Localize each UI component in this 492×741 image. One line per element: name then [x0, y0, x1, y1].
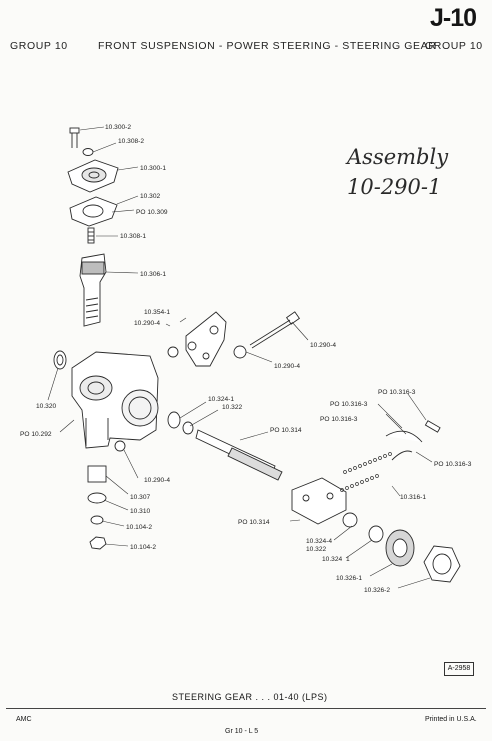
part-label: 10.354-1	[144, 309, 170, 316]
part-label: 10.290-4	[144, 477, 170, 484]
part-label: 10.104-2	[130, 544, 156, 551]
part-label: 10.326-1	[336, 575, 362, 582]
ball-guide-drawing	[385, 430, 423, 443]
part-label: 10.300-2	[105, 124, 131, 131]
handwritten-line-2: 10-290-1	[347, 175, 442, 199]
part-label: 10.326-2	[364, 587, 390, 594]
part-label: PO 10.316-3	[378, 389, 416, 396]
lock-nut-bore	[432, 553, 452, 575]
gasket-drawing	[69, 196, 118, 227]
part-label: 10.324-1	[208, 396, 234, 403]
part-label: 1	[346, 556, 350, 563]
seal-drawing	[87, 492, 107, 504]
part-label: 10.324-4	[306, 538, 332, 545]
page-number: J-10	[430, 4, 477, 32]
part-label: PO 10.316-3	[320, 416, 358, 423]
handwritten-line-1: Assembly	[347, 145, 449, 169]
handwritten-annotation: Assembly 10-290-1	[347, 142, 448, 202]
part-label: 10.308-1	[120, 233, 146, 240]
washer-drawing	[90, 515, 104, 525]
sector-shaft-drawing	[79, 253, 107, 327]
part-label: 10.302	[140, 193, 161, 200]
part-label: 10.290-4	[310, 342, 336, 349]
gear-housing-drawing	[71, 351, 159, 449]
stud-drawing	[87, 227, 95, 244]
footer-brand: AMC	[16, 716, 32, 723]
part-label: 10.290-4	[274, 363, 300, 370]
figure-caption: STEERING GEAR . . . 01-40 (LPS)	[172, 692, 328, 702]
section-title: FRONT SUSPENSION - POWER STEERING - STEE…	[98, 40, 437, 52]
ball-guide-drawing	[391, 450, 413, 461]
seal-ring-drawing	[167, 411, 181, 429]
part-label: 10.316-1	[400, 494, 426, 501]
nut-drawing	[89, 536, 107, 550]
washer-drawing	[233, 345, 247, 359]
bushing-drawing	[87, 465, 107, 483]
part-drawings	[53, 127, 461, 583]
bolt-drawing	[69, 127, 80, 148]
clamp-drawing	[424, 420, 441, 433]
nut-drawing	[114, 440, 126, 452]
part-labels: 10.300-2 10.308-2 10.300-1 10.302 PO 10.…	[20, 124, 472, 594]
worm-shaft-drawing	[195, 429, 283, 481]
lock-nut-drawing	[423, 545, 461, 583]
part-label: 10.324	[322, 556, 343, 563]
nut-drawing	[82, 148, 94, 156]
leader-lines	[47, 126, 433, 589]
part-label: PO 10.316-3	[434, 461, 472, 468]
part-label: 10.308-2	[118, 138, 144, 145]
rack-piston-drawing	[291, 477, 347, 525]
group-label-right: GROUP 10	[425, 40, 483, 52]
group-label-left: GROUP 10	[10, 40, 68, 52]
part-label: PO 10.292	[20, 431, 52, 438]
footer-page-ref: Gr 10 - L 5	[225, 728, 259, 735]
bracket-drawing	[185, 311, 227, 367]
part-label: PO 10.316-3	[330, 401, 368, 408]
part-label: 10.320	[36, 403, 57, 410]
seal-ring-drawing	[182, 421, 194, 435]
part-label: 10.322	[222, 404, 243, 411]
long-bolt-drawing	[249, 311, 301, 349]
part-label: PO 10.314	[270, 427, 302, 434]
part-label: 10.300-1	[140, 165, 166, 172]
part-label: 10.307	[130, 494, 151, 501]
seal-drawing	[53, 350, 67, 370]
part-label: PO 10.309	[136, 209, 168, 216]
exploded-parts-diagram: 10.300-2 10.308-2 10.300-1 10.302 PO 10.…	[20, 124, 472, 594]
ring-drawing	[368, 525, 384, 543]
part-label: 10.290-4	[134, 320, 160, 327]
part-label: 10.104-2	[126, 524, 152, 531]
adjuster-plug-drawing	[385, 529, 415, 567]
footer-divider	[6, 708, 486, 709]
part-label: PO 10.314	[238, 519, 270, 526]
part-label: 10.310	[130, 508, 151, 515]
part-label: 10.322	[306, 546, 327, 553]
ring-drawing	[342, 512, 358, 528]
washer-drawing	[167, 346, 179, 358]
figure-code: A-2958	[444, 662, 474, 676]
cover-drawing	[67, 159, 119, 193]
ball-chain-drawing	[340, 452, 392, 492]
part-label: 10.306-1	[140, 271, 166, 278]
footer-printed: Printed in U.S.A.	[425, 716, 477, 723]
